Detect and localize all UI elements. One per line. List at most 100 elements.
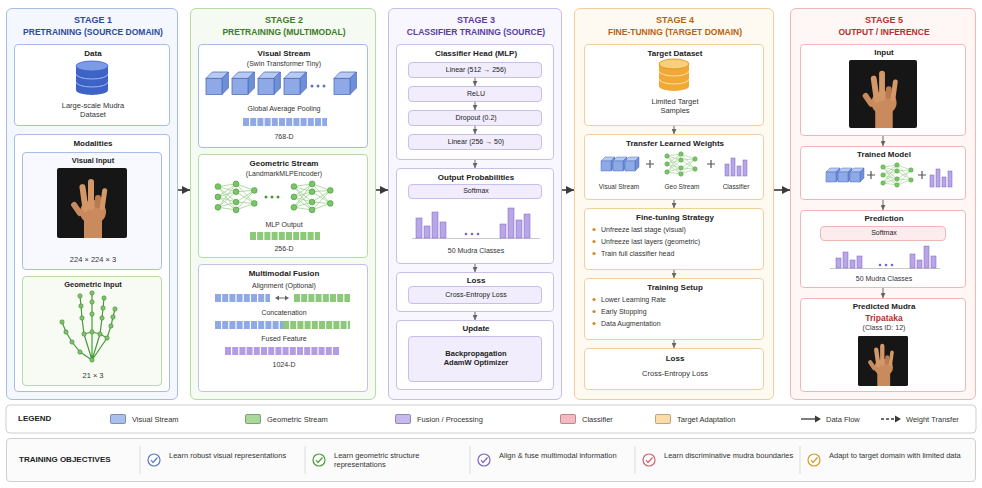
- column-divider: [140, 446, 800, 474]
- text-slot: Dropout (0.2): [409, 114, 543, 122]
- text-slot: Target Dataset: [585, 49, 765, 59]
- heading-text: Cross-Entropy Loss: [409, 291, 543, 299]
- legend-text: Visual Stream: [132, 415, 179, 424]
- heading-text: Visual Input: [23, 156, 163, 165]
- text-slot: Fine-tuning Strategy: [585, 213, 765, 223]
- label-text: Unfreeze last layers (geometric): [601, 238, 761, 246]
- text-slot: Train full classifier head: [601, 250, 761, 258]
- dataset-icon: [659, 64, 689, 86]
- model-icons: [850, 168, 864, 182]
- transfer-icons: [625, 157, 639, 171]
- text-slot: Cross-Entropy Loss: [585, 369, 765, 378]
- objectives-band: TRAINING OBJECTIVESLearn robust visual r…: [6, 438, 976, 482]
- prediction-bars: [850, 260, 855, 268]
- prediction-bars: [830, 268, 940, 269]
- feature-vector: [243, 118, 327, 126]
- heading-text: Predicted Mudra: [801, 302, 967, 312]
- text-slot: CLASSIFIER TRAINING (SOURCE): [389, 27, 563, 37]
- label-text: Alignment (Optional): [199, 282, 369, 290]
- text-slot: Loss: [585, 354, 765, 364]
- text-slot: Learn discriminative mudra boundaries: [664, 451, 794, 460]
- text-slot: STAGE 1: [7, 15, 179, 26]
- stream-box: Geometric Stream(LandmarkMLPEncoder)MLP …: [198, 154, 368, 258]
- input-box: Geometric Input21 × 3: [22, 276, 162, 386]
- label-text: FINE-TUNING (TARGET DOMAIN): [575, 27, 775, 37]
- hand-landmarks: [60, 320, 64, 324]
- text-slot: Limited Target Samples: [640, 97, 710, 115]
- text-slot: TRAINING OBJECTIVES: [19, 455, 139, 465]
- text-slot: FINE-TUNING (TARGET DOMAIN): [575, 27, 775, 37]
- stage-panel: STAGE 1PRETRAINING (SOURCE DOMAIN)DataLa…: [6, 8, 178, 400]
- legend-item: Data Flow: [800, 413, 860, 425]
- stage-panel: STAGE 2PRETRAINING (MULTIMODAL)Visual St…: [190, 8, 376, 400]
- text-slot: Prediction: [801, 214, 967, 224]
- heading-text: Input: [801, 48, 967, 58]
- loss-box: LossCross-Entropy Loss: [396, 272, 554, 312]
- label-text: Early Stopping: [601, 308, 761, 316]
- heading-text: Target Dataset: [585, 49, 765, 59]
- text-slot: Input: [801, 48, 967, 58]
- label-text: (Class ID: 12): [801, 324, 967, 332]
- label-text: 21 × 3: [23, 371, 163, 380]
- heading-text: Backpropagation AdamW Optimizer: [436, 349, 516, 367]
- hand-landmarks: [90, 300, 94, 304]
- hand-landmarks: [60, 291, 117, 362]
- setup-box: Training SetupLower Learning RateEarly S…: [584, 278, 764, 340]
- stage-arrow: [376, 189, 388, 191]
- alignment-bars: [275, 296, 279, 301]
- heading-text: Update: [397, 324, 555, 334]
- concat-bar: [283, 321, 350, 329]
- label-text: Tripataka: [801, 313, 967, 323]
- text-slot: Visual Stream: [199, 49, 369, 59]
- check-icon: [646, 458, 653, 463]
- hand-landmarks: [60, 291, 117, 362]
- prediction-bars: [857, 256, 862, 268]
- column-divider: [305, 446, 306, 474]
- hand-landmarks: [78, 294, 82, 298]
- legend-line-sample: [800, 414, 822, 424]
- prediction-bars: [917, 260, 922, 268]
- text-slot: Predicted Mudra: [801, 302, 967, 312]
- input-box: Input: [800, 44, 966, 136]
- text-slot: Learn geometric structure representation…: [334, 451, 464, 469]
- text-slot: STAGE 2: [191, 15, 377, 26]
- transfer-icons: [665, 152, 697, 176]
- text-slot: STAGE 5: [791, 15, 977, 26]
- stage-panel: STAGE 5OUTPUT / INFERENCEInputTrained Mo…: [790, 8, 976, 400]
- text-slot: Alignment (Optional): [199, 282, 369, 290]
- check-icon: [151, 458, 158, 463]
- swin-stages: [311, 85, 314, 88]
- label-text: Large-scale Mudra Dataset: [53, 101, 133, 119]
- stage-arrow: [774, 189, 790, 191]
- legend-line: [881, 418, 896, 419]
- hand-landmarks: [62, 292, 115, 360]
- label-text: Align & fuse multimodal information: [499, 451, 629, 460]
- bullet-dots: [592, 252, 595, 255]
- hand-landmarks: [64, 330, 68, 334]
- legend-item: Target Adaptation: [655, 413, 735, 425]
- stage-arrow: [178, 189, 190, 191]
- swin-stages: [334, 72, 356, 94]
- text-slot: Cross-Entropy Loss: [409, 291, 543, 299]
- probability-bars: [500, 224, 506, 238]
- hand-landmarks: [90, 312, 94, 316]
- landmark-encoder: [291, 181, 333, 213]
- transfer-icons: [725, 158, 747, 176]
- swin-stages: [206, 72, 356, 94]
- text-slot: PRETRAINING (SOURCE DOMAIN): [7, 27, 179, 37]
- text-slot: MLP Output: [199, 221, 369, 229]
- heading-text: Classifier Head (MLP): [397, 49, 555, 59]
- check-icon: [148, 454, 160, 466]
- update-box: UpdateBackpropagation AdamW Optimizer: [396, 320, 554, 390]
- label-text: Global Average Pooling: [199, 105, 369, 113]
- check-icon: [316, 458, 323, 463]
- heading-text: Transfer Learned Weights: [585, 139, 765, 149]
- check-icon: [481, 458, 488, 463]
- swin-stages: [323, 85, 326, 88]
- legend-item: Visual Stream: [110, 413, 179, 425]
- check-icon: [643, 454, 655, 466]
- bullet-dots: [592, 240, 595, 243]
- label-text: Learn geometric structure representation…: [334, 451, 464, 469]
